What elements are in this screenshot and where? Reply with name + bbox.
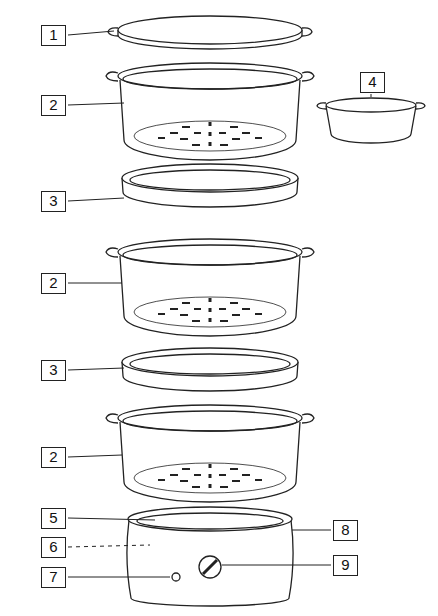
callout-number: 1 bbox=[41, 25, 66, 46]
callout-number: 9 bbox=[333, 555, 358, 576]
callout-number: 3 bbox=[41, 360, 66, 381]
callout-number: 8 bbox=[333, 520, 358, 541]
callout-number: 2 bbox=[41, 447, 66, 468]
callout-number: 2 bbox=[41, 273, 66, 294]
callout-number: 5 bbox=[41, 508, 66, 529]
callout-number: 6 bbox=[41, 537, 66, 558]
callout-number: 3 bbox=[41, 191, 66, 212]
callout-number: 4 bbox=[360, 72, 385, 93]
callout-number: 2 bbox=[41, 95, 66, 116]
callout-number: 7 bbox=[41, 567, 66, 588]
